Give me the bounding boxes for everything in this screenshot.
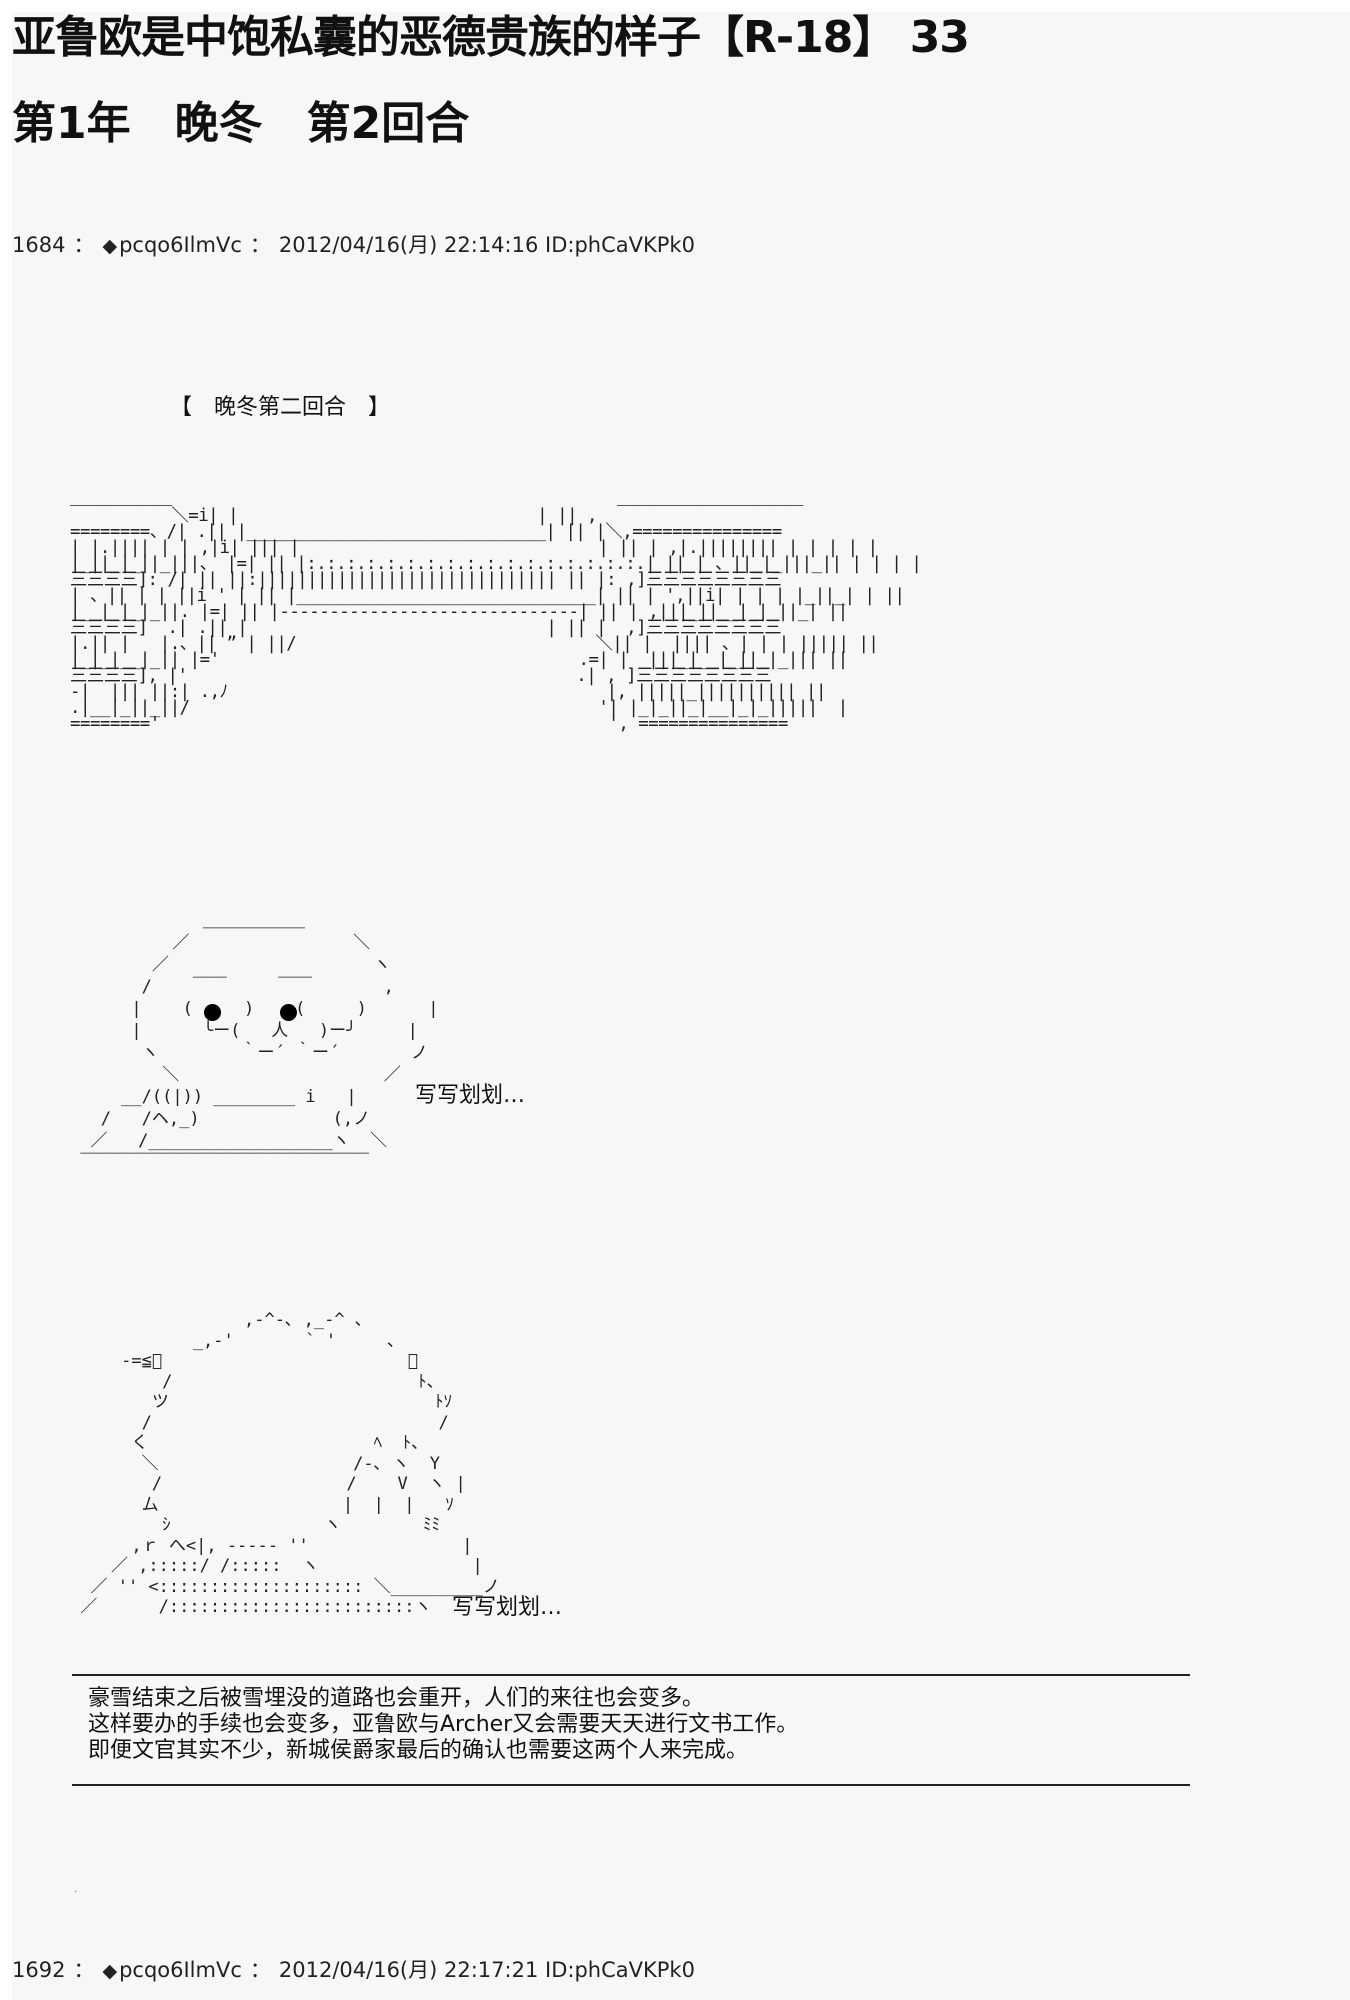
post-number: 1684: [12, 233, 66, 257]
post-header: 1684：◆pcqo6IlmVc：2012/04/16(月) 22:14:16 …: [12, 232, 695, 259]
post-id: ID:phCaVKPk0: [545, 1958, 695, 1982]
left-eye-icon: [204, 1004, 221, 1021]
post-separator: ：: [73, 1958, 95, 1982]
post-datetime: 2012/04/16(月) 22:14:16: [278, 233, 539, 257]
post-header: 1692：◆pcqo6IlmVc：2012/04/16(月) 22:17:21 …: [12, 1957, 695, 1984]
post-number: 1692: [12, 1958, 66, 1982]
stray-mark: .: [74, 1884, 78, 1895]
tripcode: pcqo6IlmVc: [119, 233, 242, 257]
post-datetime: 2012/04/16(月) 22:17:21: [278, 1958, 539, 1982]
post-separator: ：: [249, 233, 271, 257]
ascii-art-yukkuri: ＿＿＿＿＿＿ ／ ＼ ／ ヽ / ￣￣ ￣￣ , | ( ) ( ) | | ╰…: [80, 911, 439, 1173]
post-separator: ：: [249, 1958, 271, 1982]
writing-caption: 写写划划…: [452, 1595, 563, 1620]
narration-line: 这样要办的手续也会变多，亚鲁欧与Archer又会需要天天进行文书工作。: [88, 1712, 799, 1737]
right-eye-icon: [280, 1004, 297, 1021]
chapter-subtitle: 第1年 晚冬 第2回合: [12, 98, 470, 149]
tripcode: pcqo6IlmVc: [119, 1958, 242, 1982]
post-separator: ：: [73, 233, 95, 257]
section-label: 【 晚冬第二回合 】: [170, 395, 391, 420]
manga-page: 亚鲁欧是中饱私囊的恶德贵族的样子【R-18】 33 第1年 晚冬 第2回合 16…: [12, 12, 1350, 2000]
narration-line: 豪雪结束之后被雪埋没的道路也会重开，人们的来往也会变多。: [88, 1686, 705, 1711]
ascii-art-building: ￣￣￣￣￣￣＼=i| | | || , ￣￣￣￣￣￣￣￣￣￣￣ ========…: [70, 506, 922, 734]
post-id: ID:phCaVKPk0: [545, 233, 695, 257]
ascii-art-archer: ,-^-､ ,_-^ ､ _,-' ` ' ､ -=≦ﾞ ､ / ﾄ、 ツ ﾄｿ…: [80, 1310, 500, 1617]
diamond-icon: ◆: [102, 1960, 118, 1982]
narration-line: 即便文官其实不少，新城侯爵家最后的确认也需要这两个人来完成。: [88, 1738, 749, 1763]
diamond-icon: ◆: [102, 235, 118, 257]
page-title: 亚鲁欧是中饱私囊的恶德贵族的样子【R-18】 33: [12, 12, 970, 63]
writing-caption: 写写划划…: [415, 1083, 526, 1108]
narration-box: 豪雪结束之后被雪埋没的道路也会重开，人们的来往也会变多。 这样要办的手续也会变多…: [72, 1674, 1190, 1786]
